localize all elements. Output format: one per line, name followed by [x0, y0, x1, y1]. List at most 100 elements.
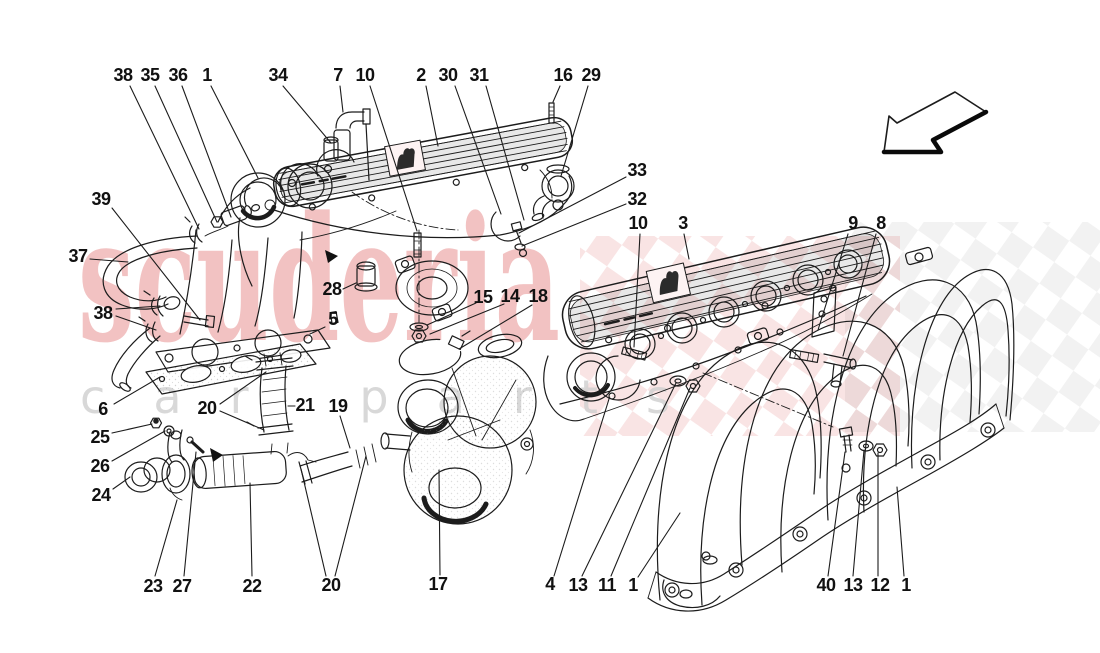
- leader-line: [552, 85, 561, 103]
- flow-arrow-icon: [325, 250, 338, 263]
- leader-line: [111, 207, 201, 321]
- leader-line: [309, 326, 326, 335]
- part-callout-24: 24: [91, 485, 111, 505]
- part-callout-2: 2: [416, 65, 426, 85]
- part-callout-20: 20: [321, 575, 341, 595]
- prancing-horse-emblem: [396, 148, 415, 170]
- part-callout-37: 37: [68, 246, 88, 266]
- sensor-and-bracket: [323, 108, 371, 181]
- leader-line: [518, 176, 627, 234]
- part-callout-28: 28: [322, 279, 342, 299]
- leader-line: [852, 449, 865, 577]
- part-callout-10: 10: [355, 65, 375, 85]
- watermark-brand: scuderia: [78, 178, 560, 381]
- part-callout-8: 8: [876, 213, 886, 233]
- leader-line: [154, 85, 218, 223]
- leader-line: [115, 315, 157, 331]
- part-callout-7: 7: [333, 65, 343, 85]
- part-callout-39: 39: [91, 189, 111, 209]
- leader-line: [113, 376, 161, 405]
- part-callout-11: 11: [597, 575, 617, 595]
- part-callout-29: 29: [581, 65, 601, 85]
- part-callout-36: 36: [168, 65, 188, 85]
- leader-line: [521, 203, 627, 247]
- right-manifold-assembly: [543, 226, 1015, 612]
- direction-arrow-icon: [881, 91, 989, 155]
- leader-line: [426, 302, 477, 326]
- part-callout-34: 34: [268, 65, 288, 85]
- leader-line: [342, 282, 357, 290]
- part-callout-38: 38: [93, 303, 113, 323]
- leader-line: [183, 451, 197, 577]
- leader-line: [827, 451, 846, 577]
- hose-union-cluster: [184, 204, 261, 244]
- leader-line: [210, 85, 259, 179]
- part-callout-25: 25: [90, 427, 110, 447]
- part-callout-18: 18: [528, 286, 548, 306]
- part-callout-17: 17: [428, 574, 448, 594]
- leader-line: [817, 233, 849, 331]
- part-callout-13: 13: [843, 575, 863, 595]
- leader-line: [425, 85, 439, 147]
- leader-line: [581, 382, 677, 577]
- leader-line: [89, 258, 129, 263]
- part-callout-19: 19: [328, 396, 348, 416]
- leader-line: [560, 85, 589, 177]
- part-callout-4: 4: [545, 574, 555, 594]
- rubber-bush: [354, 261, 378, 292]
- pressure-regulator-cluster: [490, 102, 575, 258]
- intake-runners: [656, 246, 1015, 609]
- part-callout-15: 15: [473, 287, 493, 307]
- leader-line: [339, 415, 351, 449]
- runner-base-flange: [647, 403, 1005, 612]
- throttle-body: [380, 333, 537, 525]
- center-dash-line: [702, 372, 834, 428]
- leader-line: [842, 233, 877, 357]
- part-callout-40: 40: [816, 575, 836, 595]
- leader-line: [429, 303, 505, 335]
- idle-valve-and-hoses: [124, 352, 377, 501]
- leader-line: [219, 371, 267, 405]
- part-callout-6: 6: [98, 399, 108, 419]
- leader-line: [129, 85, 200, 230]
- leader-line: [553, 398, 610, 577]
- part-callout-30: 30: [438, 65, 458, 85]
- leader-line: [438, 469, 441, 576]
- leader-line: [111, 423, 153, 434]
- leader-line: [369, 85, 418, 232]
- part-callout-38: 38: [113, 65, 133, 85]
- part-callout-31: 31: [469, 65, 489, 85]
- flow-arrow-icon: [210, 448, 223, 462]
- throttle-spacer-column: [394, 232, 471, 376]
- part-callout-16: 16: [553, 65, 573, 85]
- leader-line: [115, 305, 161, 310]
- leader-line: [219, 410, 265, 431]
- part-callout-26: 26: [90, 456, 110, 476]
- breather-hose: [102, 235, 216, 392]
- part-callout-9: 9: [848, 213, 858, 233]
- part-callout-32: 32: [627, 189, 647, 209]
- leader-line: [610, 387, 691, 577]
- leader-line: [300, 468, 327, 577]
- part-callout-22: 22: [242, 576, 262, 596]
- leader-line: [683, 233, 690, 260]
- part-callout-35: 35: [140, 65, 160, 85]
- leader-line: [282, 85, 332, 144]
- leader-line: [181, 85, 232, 218]
- part-callout-1: 1: [901, 575, 911, 595]
- throttle-seal-hardware: [595, 346, 701, 401]
- leader-line: [339, 85, 344, 113]
- leader-line: [454, 85, 502, 215]
- part-callout-12: 12: [870, 575, 890, 595]
- part-callout-1: 1: [628, 575, 638, 595]
- leader-lines: [89, 85, 905, 578]
- part-callout-3: 3: [678, 213, 688, 233]
- part-callout-20: 20: [197, 398, 217, 418]
- leader-line: [896, 486, 905, 577]
- leader-line: [633, 233, 641, 348]
- prancing-horse-emblem: [659, 271, 679, 296]
- part-callout-27: 27: [172, 576, 192, 596]
